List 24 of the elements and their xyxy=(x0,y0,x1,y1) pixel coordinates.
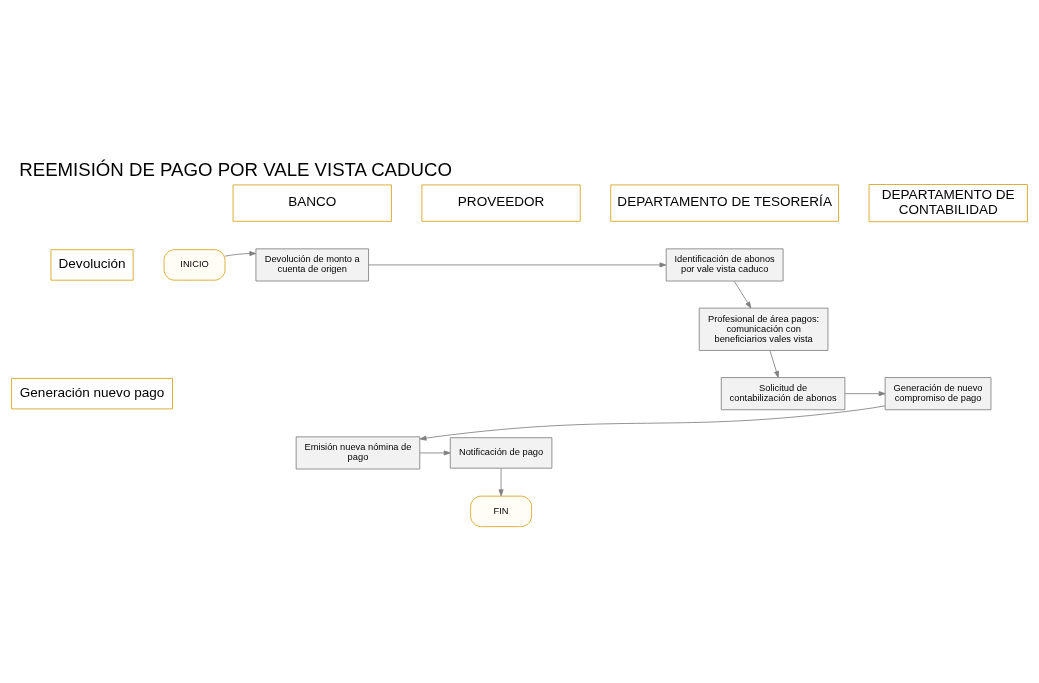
arrow xyxy=(769,349,779,378)
arrow xyxy=(224,250,257,257)
node-box: Generación nuevo pago xyxy=(11,377,173,409)
node-box: BANCO xyxy=(232,184,392,222)
arrow xyxy=(368,261,667,267)
node-box: DEPARTAMENTO DE TESORERÍA xyxy=(610,184,839,222)
arrow xyxy=(419,449,451,455)
node-box: DEPARTAMENTO DE CONTABILIDAD xyxy=(868,183,1028,222)
node-box: Devolución de monto a cuenta de origen xyxy=(255,247,369,281)
node-box: Devolución xyxy=(50,248,134,281)
node-box: Identificación de abonos por vale vista caduco xyxy=(665,247,784,281)
arrow xyxy=(419,404,886,441)
arrow xyxy=(498,467,504,496)
node-box: Profesional de área pagos: comunicación con beneficiarios vales vista xyxy=(698,307,829,351)
node-box: INICIO xyxy=(163,248,226,281)
node-box: Emisión nueva nómina de pago xyxy=(295,435,421,469)
arrow xyxy=(733,280,752,308)
node-box: Solicitud de contabilización de abonos xyxy=(720,376,846,410)
node-box: FIN xyxy=(470,495,532,527)
arrow xyxy=(844,390,886,396)
node-box: PROVEEDOR xyxy=(421,184,581,222)
node-box: Generación de nuevo compromiso de pago xyxy=(884,376,992,410)
diagram-title: REEMISIÓN DE PAGO POR VALE VISTA CADUCO xyxy=(19,158,452,180)
node-box: Notificación de pago xyxy=(449,436,553,469)
